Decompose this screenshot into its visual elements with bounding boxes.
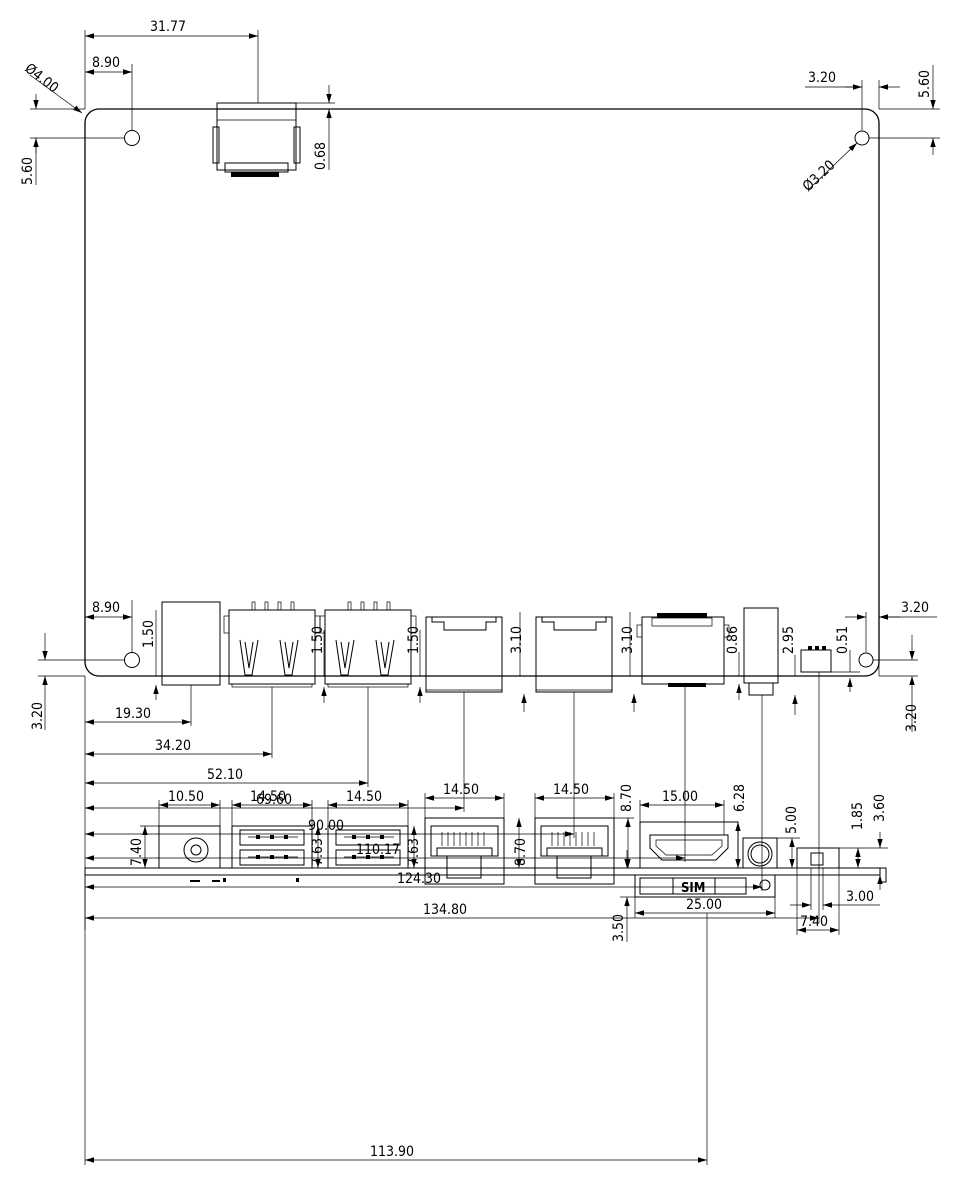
dim-0-51: 0.51 <box>835 626 851 654</box>
dim-113-90: 113.90 <box>370 1144 414 1160</box>
dim-8-90-bottom: 8.90 <box>92 600 120 616</box>
mounting-hole-bottom-left <box>124 652 140 668</box>
dim-52-10: 52.10 <box>207 767 243 783</box>
dim-0-86: 0.86 <box>725 626 741 654</box>
dim-7-40-a: 7.40 <box>129 838 145 866</box>
dim-10-50: 10.50 <box>168 789 204 805</box>
dim-14-50-b: 14.50 <box>346 789 382 805</box>
front-view: SIM 10.50 14.50 14.50 14.50 14.50 8.70 8… <box>84 782 888 1165</box>
hole-diameter-left-label: Ø4.00 <box>22 61 62 97</box>
dim-3-20-top: 3.20 <box>808 70 836 86</box>
pcb-side <box>84 867 881 876</box>
hole-diameter-right-label: Ø3.20 <box>800 157 839 195</box>
dim-3-50: 3.50 <box>611 914 627 942</box>
dim-8-90-top: 8.90 <box>92 55 120 71</box>
mounting-hole-top-right <box>854 130 870 146</box>
dim-7-63-b: 7.63 <box>406 838 422 866</box>
dim-8-70-a: 8.70 <box>619 784 635 812</box>
dim-25-00: 25.00 <box>686 897 722 913</box>
dim-1-50-b: 1.50 <box>310 626 326 654</box>
dim-5-00: 5.00 <box>784 806 800 834</box>
switch-top <box>800 646 832 673</box>
switch-front <box>796 847 840 869</box>
dim-2-95: 2.95 <box>781 626 797 654</box>
sim-slot: SIM <box>634 874 776 898</box>
dim-6-28: 6.28 <box>732 784 748 812</box>
dim-3-20-right-bottom: 3.20 <box>904 704 920 732</box>
audio-jack-front <box>742 837 778 869</box>
dim-1-50-a: 1.50 <box>141 620 157 648</box>
dim-1-85: 1.85 <box>850 802 866 830</box>
dim-1-50-c: 1.50 <box>406 626 422 654</box>
usb-port-2-front <box>327 825 409 869</box>
dim-3-10-a: 3.10 <box>509 626 525 654</box>
dim-7-63-a: 7.63 <box>310 838 326 866</box>
dc-jack-front <box>158 825 221 869</box>
hdmi-port-top <box>636 613 730 687</box>
board-outline <box>84 108 880 677</box>
usb-port-1-front <box>231 825 313 869</box>
hdmi-port-front <box>639 821 739 869</box>
dim-134-80: 134.80 <box>423 902 467 918</box>
audio-jack-top <box>743 607 779 696</box>
rj45-port-1-front <box>424 817 505 885</box>
top-view: 31.77 8.90 Ø4.00 5.60 0.68 3.20 5.60 Ø3.… <box>20 19 940 930</box>
dim-0-68: 0.68 <box>313 142 329 170</box>
usb-port-2-top <box>319 601 417 688</box>
mounting-hole-bottom-right <box>858 652 874 668</box>
dim-3-60: 3.60 <box>872 794 888 822</box>
rj45-port-1-top <box>425 616 503 693</box>
top-edge-connector <box>212 102 301 177</box>
dim-124-30: 124.30 <box>397 871 441 887</box>
rj45-port-2-front <box>534 817 615 885</box>
dc-jack-top <box>161 601 221 686</box>
sim-label: SIM <box>681 881 705 896</box>
dim-14-50-d: 14.50 <box>553 782 589 798</box>
dim-5-60-left: 5.60 <box>20 157 36 185</box>
dim-7-40-b: 7.40 <box>800 914 828 930</box>
rj45-port-2-top <box>535 616 613 693</box>
usb-port-1-top <box>223 601 321 688</box>
dim-15-00: 15.00 <box>662 789 698 805</box>
dim-5-60-right: 5.60 <box>917 70 933 98</box>
dim-3-00: 3.00 <box>846 889 874 905</box>
dim-31-77: 31.77 <box>150 19 186 35</box>
dim-3-20-right: 3.20 <box>901 600 929 616</box>
dim-8-70-b: 8.70 <box>513 838 529 866</box>
dim-14-50-c: 14.50 <box>443 782 479 798</box>
dim-3-10-b: 3.10 <box>620 626 636 654</box>
dim-14-50-a: 14.50 <box>250 789 286 805</box>
dim-3-20-left-bottom: 3.20 <box>30 702 46 730</box>
mounting-hole-top-left <box>124 130 140 146</box>
dim-34-20: 34.20 <box>155 738 191 754</box>
dim-19-30: 19.30 <box>115 706 151 722</box>
